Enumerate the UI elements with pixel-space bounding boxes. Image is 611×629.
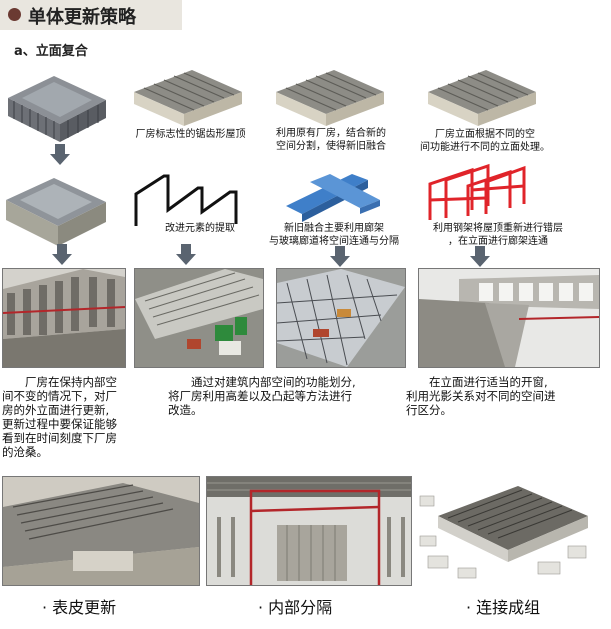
header-bullet-icon [8, 8, 21, 21]
label-interior-partition: · 内部分隔 [258, 598, 333, 617]
render-aerial-site [134, 268, 264, 368]
sawtooth-element-drawing [134, 174, 238, 226]
caption-corridor: 新旧融合主要利用廊架 与玻璃廊道将空间连通与分隔 [269, 223, 399, 247]
renewed-factory-model [6, 178, 106, 246]
label-skin-update: · 表皮更新 [42, 598, 117, 617]
caption-sawtooth-roof: 厂房标志性的锯齿形屋顶 [135, 129, 246, 140]
paragraph-connection: 在立面进行适当的开窗, 利用光影关系对不同的空间进 行区分。 [406, 375, 556, 417]
sawtooth-roof-model-3 [428, 70, 536, 126]
caption-steel-frame: 利用钢架将屋顶重新进行错层 ，在立面进行廊架连通 [433, 223, 563, 247]
down-arrow-icon [330, 246, 350, 267]
label-group-connection: · 连接成组 [466, 598, 541, 617]
render-group-connection [418, 476, 598, 584]
down-arrow-icon [470, 246, 490, 267]
paragraph-facade: 厂房在保持内部空 间不变的情况下，对厂 房的外立面进行更新, 更新过程中要保证能… [2, 375, 117, 459]
page-title: 单体更新策略 [28, 7, 136, 28]
render-interior-grid [276, 268, 406, 368]
render-corridor-view [418, 268, 600, 368]
red-steel-frame-model [428, 163, 526, 220]
paragraph-interior: 通过对建筑内部空间的功能划分, 将厂房利用高差以及凸起等方法进行 改造。 [168, 375, 356, 417]
render-interior-partition [206, 476, 412, 586]
corridor-cross-model [286, 174, 380, 222]
caption-facade-function: 厂房立面根据不同的空 间功能进行不同的立面处理。 [420, 129, 550, 153]
old-factory-model [8, 76, 106, 142]
down-arrow-icon [52, 244, 72, 265]
down-arrow-icon [50, 144, 70, 165]
caption-reuse-old: 利用原有厂房，结合新的 空间分割，使得新旧融合 [276, 128, 386, 152]
down-arrow-icon [176, 244, 196, 265]
sawtooth-roof-model-2 [276, 70, 384, 126]
sawtooth-roof-model-1 [134, 70, 242, 126]
caption-element-extract: 改进元素的提取 [165, 223, 235, 234]
render-facade-update [2, 268, 126, 368]
render-skin-update [2, 476, 200, 586]
subsection-title: a、立面复合 [14, 44, 88, 59]
section-header [0, 0, 182, 30]
